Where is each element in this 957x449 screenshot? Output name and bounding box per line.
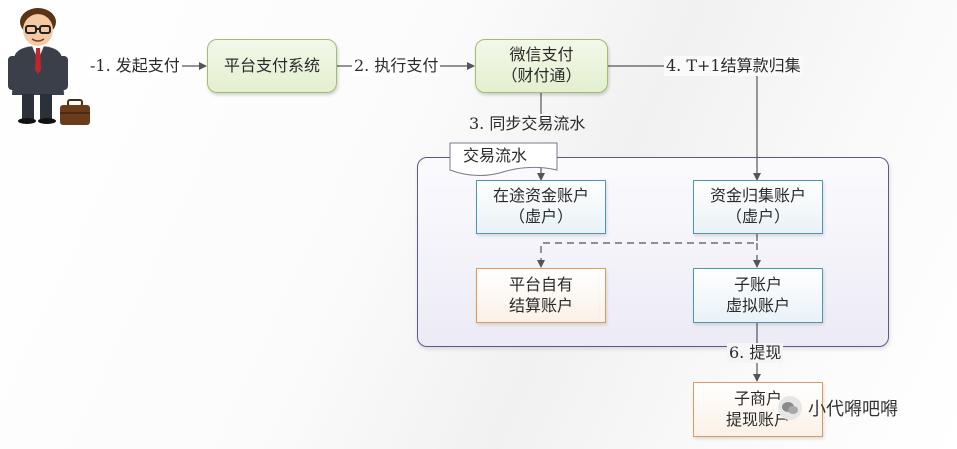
step2-label: 2. 执行支付 (352, 56, 441, 76)
wechat-pay-node: 微信支付 （财付通） (475, 39, 608, 93)
dashed-split (537, 234, 758, 268)
briefcase-icon (60, 99, 90, 125)
businessman-icon (8, 8, 68, 124)
document-shape (449, 142, 558, 176)
sub-virtual-account-node: 子账户 虚拟账户 (693, 268, 823, 323)
step1-label: -1. 发起支付 (88, 56, 182, 76)
platform-settlement-account-node: 平台自有 结算账户 (476, 268, 606, 323)
arrow-step4 (608, 65, 761, 181)
document-label: 交易流水 (463, 146, 528, 165)
watermark: 小代嘚吧嘚 (778, 395, 898, 421)
step6-label: 6. 提现 (727, 343, 784, 363)
step4-label: 4. T+1结算款归集 (664, 56, 803, 76)
in-transit-account-node: 在途资金账户 （虚户） (476, 180, 606, 234)
watermark-text: 小代嘚吧嘚 (808, 399, 898, 420)
step3-label: 3. 同步交易流水 (469, 114, 586, 133)
platform-payment-system-node: 平台支付系统 (207, 39, 337, 93)
wechat-icon (778, 396, 802, 420)
collection-account-node: 资金归集账户 （虚户） (693, 180, 823, 234)
